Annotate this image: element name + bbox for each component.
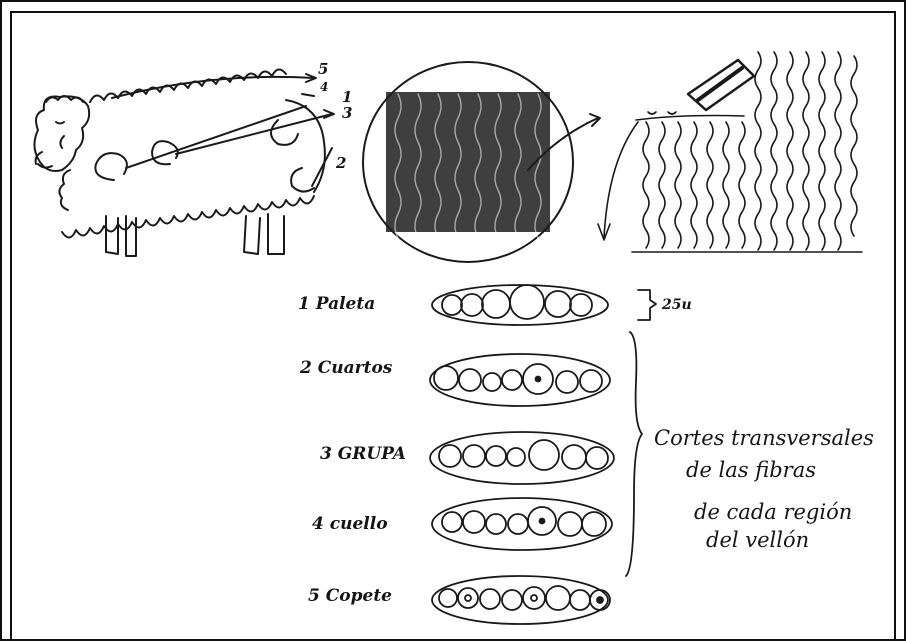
region-number-5: 5: [318, 62, 328, 77]
scale-brace: [638, 290, 656, 320]
row-label-grupa: 3 GRUPA: [320, 446, 406, 463]
caption-line-3: de cada región: [694, 502, 852, 523]
cross-section-row-1: [432, 285, 608, 325]
caption-line-2: de las fibras: [686, 460, 816, 481]
cross-section-row-5: [432, 576, 610, 624]
cross-section-row-2: [430, 354, 610, 406]
fleece-magnified-circle: [363, 62, 600, 262]
caption-line-1: Cortes transversales: [654, 428, 874, 449]
region-number-1: 1: [342, 90, 352, 105]
cross-section-row-3: [430, 432, 614, 484]
sheep-drawing: [34, 69, 334, 256]
region-number-4: 4: [320, 81, 328, 93]
caption-line-4: del vellón: [706, 530, 809, 551]
region-number-3: 3: [342, 106, 352, 121]
caption-brace: [626, 332, 642, 576]
cross-section-row-4: [432, 498, 612, 550]
row-label-paleta: 1 Paleta: [298, 296, 375, 313]
row-label-cuartos: 2 Cuartos: [300, 360, 392, 377]
row-label-cuello: 4 cuello: [312, 516, 388, 533]
region-number-2: 2: [336, 156, 346, 171]
scale-label: 25u: [662, 298, 692, 312]
row-label-copete: 5 Copete: [308, 588, 392, 605]
fibre-staple-drawing: [598, 52, 862, 252]
